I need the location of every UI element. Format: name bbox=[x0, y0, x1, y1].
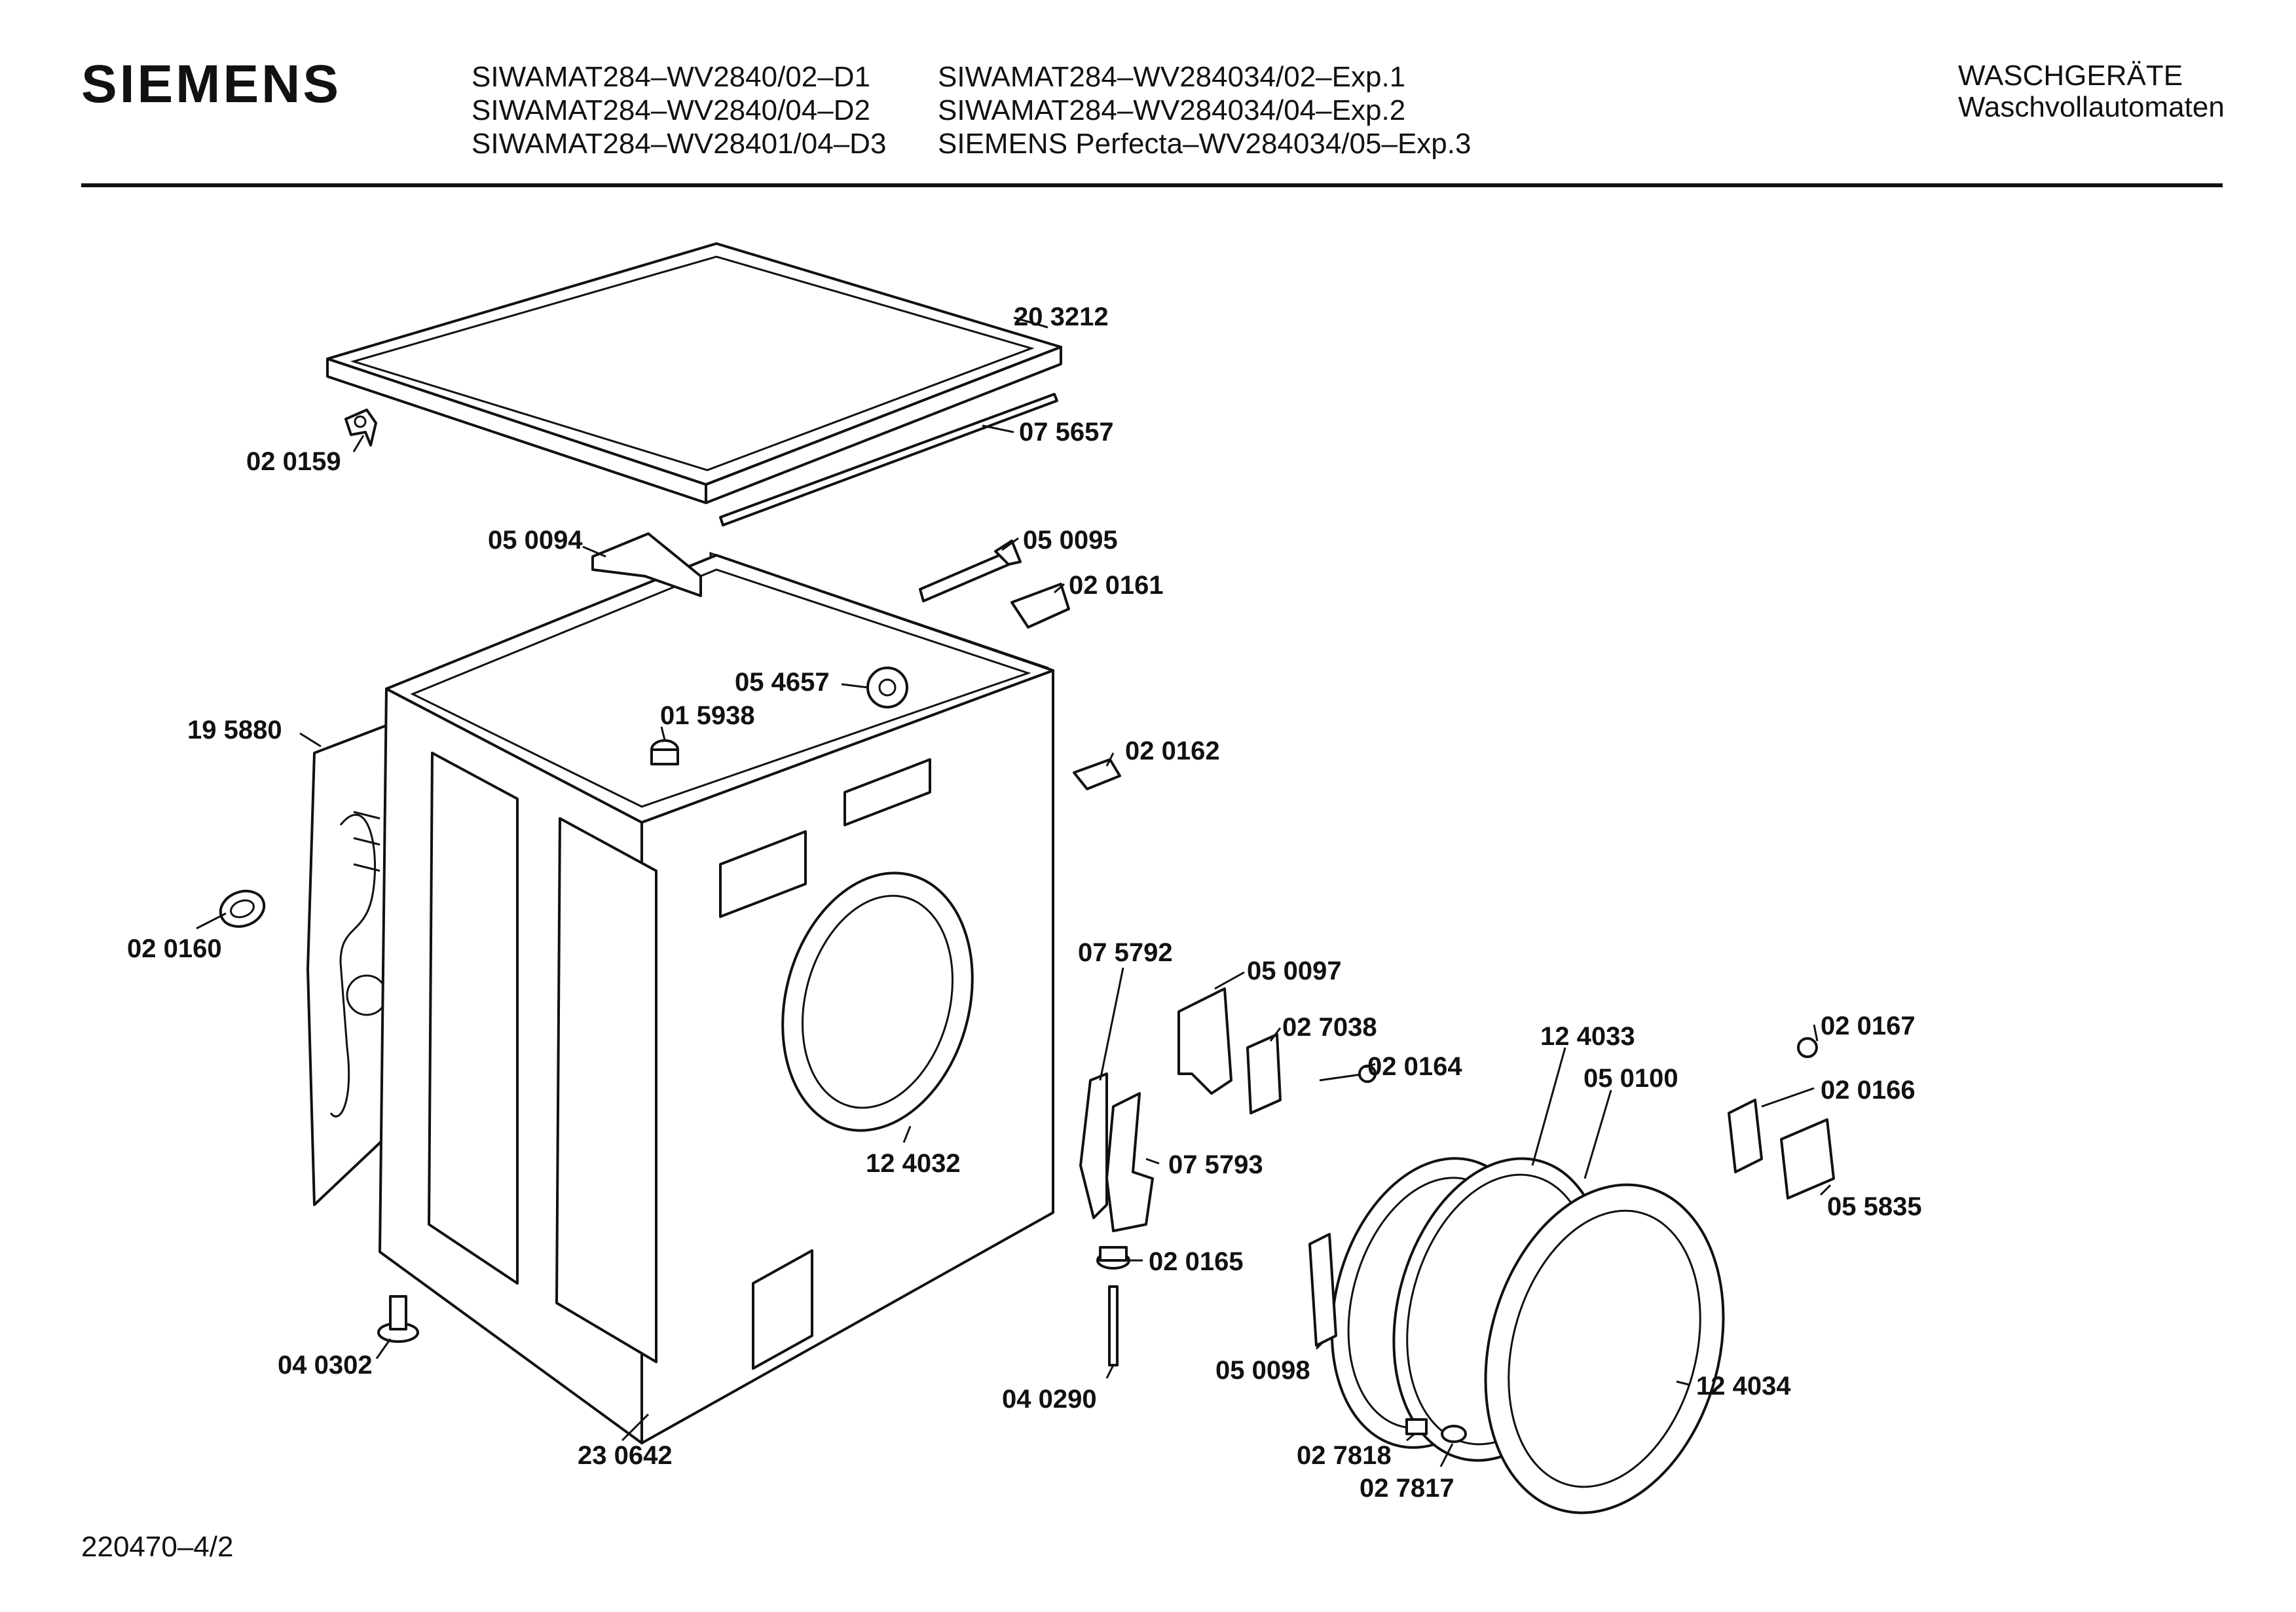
part-label: 20 3212 bbox=[1014, 302, 1109, 331]
category-block: WASCHGERÄTE Waschvollautomaten bbox=[1958, 60, 2225, 123]
model-line: SIWAMAT284–WV28401/04–D3 bbox=[472, 128, 887, 160]
top-cover[interactable] bbox=[326, 242, 1062, 504]
washer[interactable] bbox=[1441, 1425, 1467, 1443]
foot[interactable] bbox=[377, 1295, 419, 1343]
part-label: 02 0161 bbox=[1069, 571, 1164, 600]
handle[interactable] bbox=[1780, 1118, 1835, 1200]
handle-clip[interactable] bbox=[1728, 1099, 1763, 1173]
category-subtitle: Waschvollautomaten bbox=[1958, 91, 2225, 123]
shaft[interactable] bbox=[1108, 1285, 1119, 1366]
model-line: SIWAMAT284–WV284034/04–Exp.2 bbox=[938, 94, 1406, 126]
part-label: 12 4034 bbox=[1696, 1372, 1791, 1401]
part-label: 02 7818 bbox=[1297, 1441, 1392, 1470]
part-label: 05 0095 bbox=[1023, 526, 1118, 555]
part-label: 12 4033 bbox=[1540, 1022, 1635, 1051]
door-ring-front[interactable] bbox=[1451, 1158, 1758, 1539]
lock-housing[interactable] bbox=[1177, 987, 1232, 1095]
part-label: 05 0098 bbox=[1215, 1356, 1310, 1385]
clip-top[interactable] bbox=[1010, 583, 1070, 629]
foot-cap[interactable] bbox=[1096, 1246, 1130, 1270]
part-label: 02 7817 bbox=[1360, 1474, 1454, 1503]
part-label: 04 0302 bbox=[278, 1351, 373, 1380]
clip-side[interactable] bbox=[1073, 758, 1121, 790]
bracket-right[interactable] bbox=[919, 540, 1022, 602]
rear-panel[interactable] bbox=[306, 724, 388, 1206]
part-label: 07 5792 bbox=[1078, 938, 1173, 967]
part-label: 19 5880 bbox=[187, 716, 282, 744]
model-line: SIEMENS Perfecta–WV284034/05–Exp.3 bbox=[938, 128, 1472, 160]
part-label: 02 0166 bbox=[1821, 1076, 1916, 1105]
grommet[interactable] bbox=[215, 885, 269, 932]
cam-knob[interactable] bbox=[866, 667, 908, 708]
part-labels: 20 3212 07 5657 02 0159 05 0094 05 0095 … bbox=[127, 302, 1922, 1503]
door-hinge[interactable] bbox=[1105, 1092, 1154, 1232]
part-label: 02 0167 bbox=[1821, 1012, 1916, 1040]
leader-lines bbox=[196, 316, 1832, 1467]
part-label: 02 0160 bbox=[127, 934, 222, 963]
bracket-left[interactable] bbox=[591, 532, 702, 597]
part-label: 23 0642 bbox=[578, 1441, 673, 1470]
part-label: 05 4657 bbox=[735, 668, 830, 697]
model-list-right: SIWAMAT284–WV284034/02–Exp.1 SIWAMAT284–… bbox=[938, 60, 1471, 160]
hinge-clip[interactable] bbox=[344, 409, 377, 447]
part-label: 02 7038 bbox=[1282, 1013, 1377, 1042]
lock-plate[interactable] bbox=[1246, 1033, 1282, 1114]
part-label: 02 0164 bbox=[1367, 1052, 1462, 1081]
drawing-number: 220470–4/2 bbox=[81, 1531, 234, 1563]
handle-screw[interactable] bbox=[1797, 1037, 1818, 1058]
plug[interactable] bbox=[650, 739, 679, 765]
part-label: 05 0097 bbox=[1247, 957, 1342, 985]
header-divider bbox=[81, 183, 2223, 187]
part-label: 05 0100 bbox=[1583, 1064, 1678, 1093]
model-line: SIWAMAT284–WV284034/02–Exp.1 bbox=[938, 61, 1406, 93]
part-label: 07 5657 bbox=[1019, 418, 1114, 447]
model-list-left: SIWAMAT284–WV2840/02–D1 SIWAMAT284–WV284… bbox=[472, 60, 886, 160]
part-label: 04 0290 bbox=[1002, 1385, 1097, 1414]
part-label: 02 0162 bbox=[1125, 737, 1220, 765]
brand-logo: SIEMENS bbox=[81, 54, 342, 114]
hinge-plate[interactable] bbox=[1308, 1233, 1337, 1347]
screw[interactable] bbox=[1319, 1065, 1377, 1083]
category-title: WASCHGERÄTE bbox=[1958, 60, 2183, 92]
cabinet[interactable] bbox=[379, 554, 1054, 1444]
part-label: 05 0094 bbox=[488, 526, 583, 555]
part-label: 02 0159 bbox=[246, 447, 341, 476]
part-label: 05 5835 bbox=[1827, 1192, 1922, 1221]
cabinet-spring[interactable] bbox=[1079, 1072, 1108, 1219]
top-seal[interactable] bbox=[719, 393, 1058, 526]
bolt[interactable] bbox=[1405, 1418, 1428, 1435]
part-label: 02 0165 bbox=[1149, 1247, 1244, 1276]
part-label: 07 5793 bbox=[1168, 1150, 1263, 1179]
model-line: SIWAMAT284–WV2840/04–D2 bbox=[472, 94, 870, 126]
part-label: 01 5938 bbox=[660, 701, 755, 730]
part-label: 12 4032 bbox=[866, 1149, 961, 1178]
model-line: SIWAMAT284–WV2840/02–D1 bbox=[472, 61, 870, 93]
